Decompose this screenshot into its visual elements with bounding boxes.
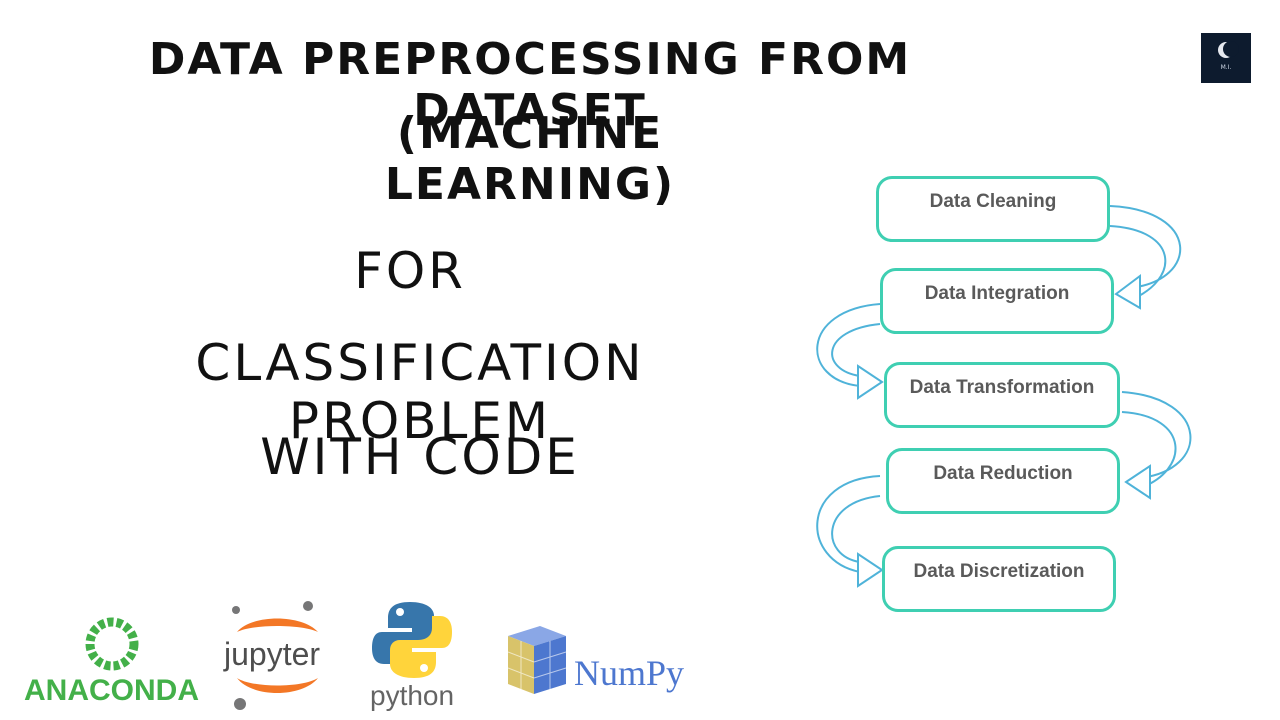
arrow-head	[1124, 464, 1151, 500]
flow-step-data-cleaning: Data Cleaning	[876, 176, 1110, 242]
python-logo-icon	[372, 602, 452, 678]
flow-arrows	[816, 205, 1192, 588]
subtitle-line-2: CLASSIFICATION PROBLEM	[195, 334, 645, 450]
python-label: python	[370, 680, 455, 711]
anaconda-label: ANACONDA	[24, 674, 199, 707]
arrow-head	[857, 552, 884, 588]
title-line-1: DATA PREPROCESSING FROM DATASET	[148, 34, 912, 136]
subtitle-line-1: FOR	[354, 242, 466, 300]
channel-logo: M.I.	[1201, 33, 1251, 83]
logo-text: M.I.	[1220, 64, 1232, 71]
numpy-cube-icon	[507, 626, 567, 694]
flow-step-data-reduction: Data Reduction	[886, 448, 1120, 514]
title-line-2: (MACHINE LEARNING)	[384, 108, 676, 210]
jupyter-logo-icon	[232, 601, 318, 710]
arrow-integration-to-transformation	[816, 303, 881, 387]
arrow-reduction-to-discretization	[816, 475, 881, 573]
arrow-transformation-to-reduction	[1121, 391, 1192, 479]
arrow-head	[1114, 274, 1141, 310]
flow-step-data-integration: Data Integration	[880, 268, 1114, 334]
crescent-moon-icon	[1218, 41, 1239, 58]
jupyter-label: jupyter	[224, 636, 321, 672]
flow-step-data-transformation: Data Transformation	[884, 362, 1120, 428]
flow-step-data-discretization: Data Discretization	[882, 546, 1116, 612]
anaconda-ring-icon	[85, 617, 139, 671]
numpy-label: NumPy	[574, 653, 685, 693]
subtitle-line-3: WITH CODE	[260, 428, 580, 486]
arrow-cleaning-to-integration	[1109, 205, 1182, 289]
arrow-head	[857, 364, 884, 400]
